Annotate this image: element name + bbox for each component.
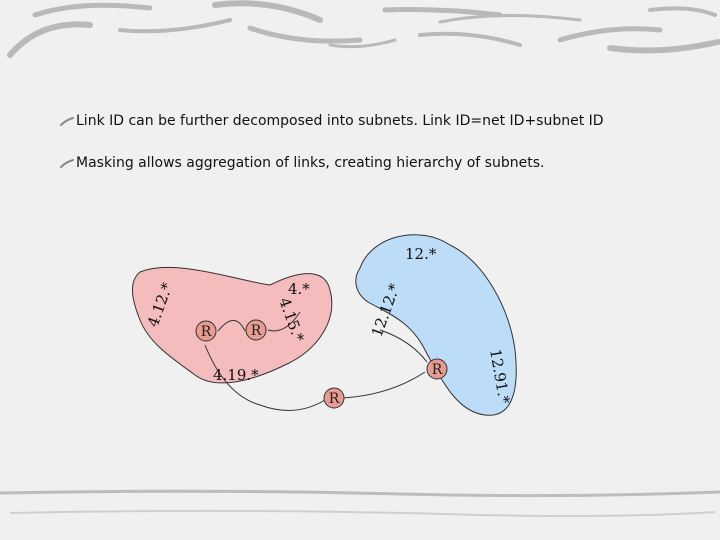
router-1[interactable]: R [195, 320, 217, 342]
router-4[interactable]: R [323, 387, 345, 409]
router-3[interactable]: R [426, 358, 448, 380]
router-2-label: R [251, 323, 262, 339]
router-2[interactable]: R [245, 319, 267, 341]
bullet-2-text: Masking allows aggregation of links, cre… [76, 155, 545, 171]
pink-region [132, 266, 333, 384]
router-4-label: R [329, 391, 340, 407]
bullet-1-text: Link ID can be further decomposed into s… [76, 113, 604, 129]
label-4: 4.* [288, 280, 310, 298]
router-3-label: R [432, 362, 443, 378]
label-12: 12.* [405, 245, 437, 263]
router-1-label: R [201, 324, 212, 340]
footer-decoration [0, 489, 720, 517]
link-r2-up [267, 311, 301, 332]
link-r3-up [379, 329, 428, 363]
bullet-2: Masking allows aggregation of links, cre… [60, 155, 544, 171]
header-decoration [7, 0, 720, 58]
pen-bullet-icon [60, 159, 74, 168]
pen-bullet-icon [60, 117, 74, 126]
link-r1-r2 [217, 320, 246, 332]
link-r1-r4 [204, 344, 326, 411]
label-4-19: 4.19.* [213, 366, 259, 384]
bullet-1: Link ID can be further decomposed into s… [60, 113, 604, 129]
blue-region [355, 234, 517, 416]
link-r4-r3 [342, 371, 426, 399]
